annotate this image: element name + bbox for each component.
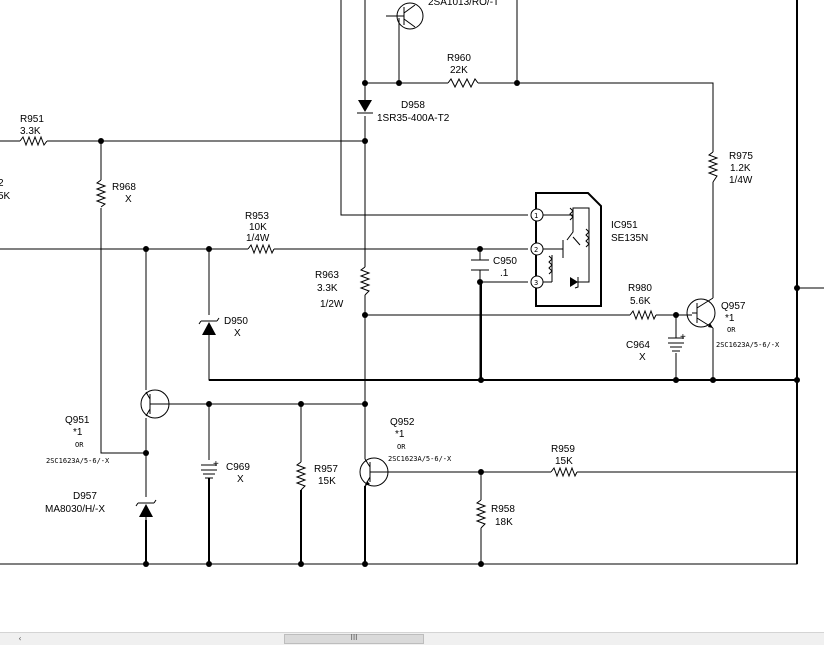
r959-ref: R959 xyxy=(551,444,575,455)
q952-part: 2SC1623A/5-6/-X xyxy=(388,455,452,463)
wires xyxy=(0,0,824,565)
q951-note: *1 xyxy=(73,427,83,438)
bus-lines xyxy=(145,0,798,564)
q957-symbol xyxy=(686,297,716,329)
q952-ref: Q952 xyxy=(390,417,415,428)
r959-symbol xyxy=(550,466,578,478)
resistor-symbols xyxy=(19,77,719,529)
q952-note: *1 xyxy=(395,429,405,440)
r980-symbol xyxy=(629,309,657,321)
ic951-pin1-label: 1 xyxy=(534,212,538,220)
r958-symbol xyxy=(475,499,487,529)
r963-ref: R963 xyxy=(315,270,339,281)
ic951-part: SE135N xyxy=(611,233,648,244)
r951-ref: R951 xyxy=(20,114,44,125)
r953-symbol xyxy=(247,243,275,255)
q-top-symbol xyxy=(386,2,424,30)
r960-ref: R960 xyxy=(447,53,471,64)
schematic-diagram: 1 2 3 2SA1013/RO/-T R960 22K D958 1SR35-… xyxy=(0,0,824,567)
q951-symbol xyxy=(140,389,170,419)
q951-part: 2SC1623A/5-6/-X xyxy=(46,457,110,465)
r959-value: 15K xyxy=(555,456,573,467)
r951-value: 3.3K xyxy=(20,126,41,137)
r975-symbol xyxy=(707,151,719,183)
q957-or: OR xyxy=(727,326,736,334)
d958-symbol xyxy=(357,100,373,114)
r957-value: 15K xyxy=(318,476,336,487)
r953-ref: R953 xyxy=(245,211,269,222)
c950-ref: C950 xyxy=(493,256,517,267)
q-top-part-label: 2SA1013/RO/-T xyxy=(428,0,499,8)
ic951-symbol: 1 2 3 xyxy=(530,192,602,307)
r957-symbol xyxy=(295,461,307,491)
ic951-ref: IC951 xyxy=(611,220,638,231)
r958-ref: R958 xyxy=(491,504,515,515)
d950-symbol xyxy=(198,317,220,335)
q957-ref: Q957 xyxy=(721,301,746,312)
q952-or: OR xyxy=(397,443,406,451)
c969-plus: + xyxy=(213,459,219,470)
r963-power: 1/2W xyxy=(320,299,344,310)
c964-symbol xyxy=(668,337,684,352)
c964-plus: + xyxy=(680,332,686,343)
scroll-left-arrow-icon[interactable]: ‹ xyxy=(18,634,22,643)
c969-ref: C969 xyxy=(226,462,250,473)
r960-value: 22K xyxy=(450,65,468,76)
r975-power: 1/4W xyxy=(729,175,753,186)
r951-symbol xyxy=(19,135,48,147)
scrollbar-grip-icon: III xyxy=(350,633,358,642)
r960-symbol xyxy=(447,77,479,89)
r968-symbol xyxy=(95,179,107,208)
q951-ref: Q951 xyxy=(65,415,90,426)
r980-ref: R980 xyxy=(628,283,652,294)
d957-symbol xyxy=(135,499,157,517)
c969-symbol xyxy=(201,464,217,479)
ic951-pin2-label: 2 xyxy=(534,246,538,254)
d957-ref: D957 xyxy=(73,491,97,502)
r975-value: 1.2K xyxy=(730,163,751,174)
schematic-canvas: 1 2 3 2SA1013/RO/-T R960 22K D958 1SR35-… xyxy=(0,0,824,567)
r968-ref: R968 xyxy=(112,182,136,193)
r968-value: X xyxy=(125,194,132,205)
r958-value: 18K xyxy=(495,517,513,528)
left-clip-line1: 2 xyxy=(0,178,4,189)
q957-note: *1 xyxy=(725,313,735,324)
q952-symbol xyxy=(359,457,389,487)
r953-power: 1/4W xyxy=(246,233,270,244)
c964-value: X xyxy=(639,352,646,363)
c969-value: X xyxy=(237,474,244,485)
r963-value: 3.3K xyxy=(317,283,338,294)
c950-symbol xyxy=(471,259,489,271)
q951-or: OR xyxy=(75,441,84,449)
d958-ref: D958 xyxy=(401,100,425,111)
labels: 2SA1013/RO/-T R960 22K D958 1SR35-400A-T… xyxy=(0,0,780,528)
junctions xyxy=(98,80,800,567)
d950-ref: D950 xyxy=(224,316,248,327)
d958-part: 1SR35-400A-T2 xyxy=(377,113,450,124)
r953-value: 10K xyxy=(249,222,267,233)
ic951-pin3-label: 3 xyxy=(534,279,538,287)
d950-value: X xyxy=(234,328,241,339)
scrollbar-thumb[interactable]: III xyxy=(284,633,424,644)
left-clip-line2: 5K xyxy=(0,191,11,202)
horizontal-scrollbar[interactable]: ‹ III xyxy=(0,632,824,645)
c964-ref: C964 xyxy=(626,340,650,351)
r980-value: 5.6K xyxy=(630,296,651,307)
q957-part: 2SC1623A/5-6/-X xyxy=(716,341,780,349)
r975-ref: R975 xyxy=(729,151,753,162)
d957-part: MA8030/H/-X xyxy=(45,504,105,515)
c950-value: .1 xyxy=(500,268,509,279)
r957-ref: R957 xyxy=(314,464,338,475)
r963-symbol xyxy=(359,266,371,296)
